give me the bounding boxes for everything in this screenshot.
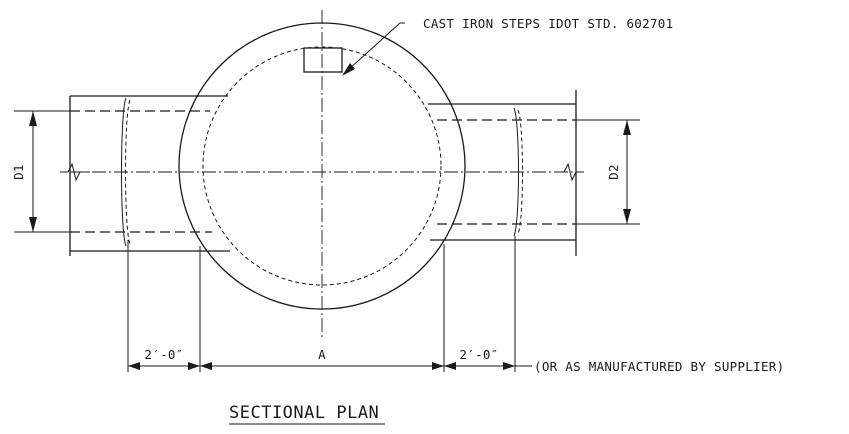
d1-label: D1: [11, 164, 26, 180]
manhole-inner-wall: [202, 46, 442, 286]
drawing-title: SECTIONAL PLAN: [229, 403, 379, 423]
left-break-symbol: [60, 162, 90, 182]
left-offset-label: 2′-0″: [144, 347, 183, 362]
diameter-label: A: [318, 347, 326, 362]
cast-iron-step: [303, 47, 343, 73]
callout-leader: [347, 22, 405, 71]
left-pipe: [69, 95, 230, 256]
cast-iron-steps-label: CAST IRON STEPS IDOT STD. 602701: [423, 16, 673, 31]
bottom-extension-lines: [127, 236, 516, 372]
callout-arrowhead: [342, 63, 355, 76]
d1-dimension: [14, 110, 70, 233]
d2-label: D2: [606, 164, 621, 180]
right-break-symbol: [556, 162, 584, 182]
right-pipe: [428, 90, 577, 256]
manufacturer-note: (OR AS MANUFACTURED BY SUPPLIER): [534, 359, 784, 374]
right-offset-label: 2′-0″: [459, 347, 498, 362]
manhole-outer-wall: [178, 22, 466, 310]
bottom-dimension-arrows: [128, 362, 515, 370]
d2-dimension: [576, 119, 640, 225]
